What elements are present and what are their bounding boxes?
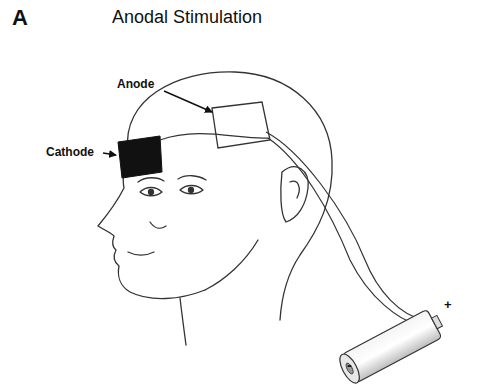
panel-letter: A	[12, 6, 28, 30]
polarity-mark: -	[347, 358, 352, 373]
polarity-mark: +	[444, 298, 452, 312]
cathode-electrode	[118, 136, 162, 178]
leader-arrows	[103, 91, 212, 155]
part-label: Anode	[117, 78, 154, 91]
part-label: Cathode	[46, 146, 94, 159]
anode-electrode	[212, 102, 270, 148]
figure-title: Anodal Stimulation	[112, 8, 262, 28]
battery-symbol	[336, 307, 447, 385]
wires	[160, 132, 424, 325]
